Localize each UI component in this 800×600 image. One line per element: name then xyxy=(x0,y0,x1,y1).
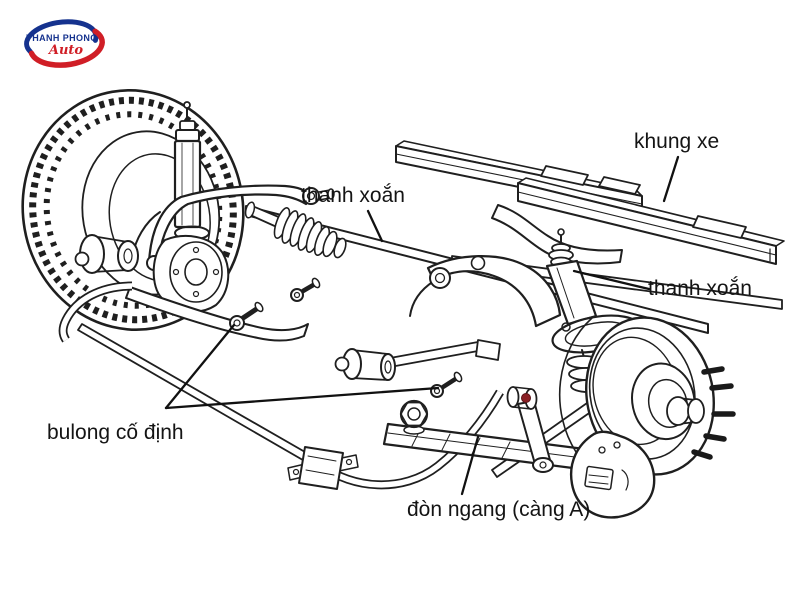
arm-hex-nut xyxy=(399,399,429,435)
fixing-bolt-1 xyxy=(229,301,264,331)
logo-text-line1: THANH PHONG xyxy=(26,33,97,43)
stabilizer-bar xyxy=(58,281,504,490)
dust-shield xyxy=(558,317,593,453)
fixing-bolt-3 xyxy=(430,371,463,398)
boot-accordion xyxy=(273,207,347,259)
tire xyxy=(21,88,245,332)
rear-upper-arm xyxy=(409,255,562,328)
stabilizer-link xyxy=(506,386,554,473)
label-torsion-bar-right: thanh xoắn xyxy=(648,277,752,300)
thanh-phong-auto-logo: THANH PHONG Auto xyxy=(24,19,105,68)
label-frame: khung xe xyxy=(634,130,720,153)
logo-text-line2: Auto xyxy=(47,43,84,58)
leader-bolt-2 xyxy=(164,386,440,410)
leader-control-arm xyxy=(460,435,480,496)
label-fixing-bolt: bulong cố định xyxy=(47,421,184,444)
front-upper-control-arm xyxy=(131,184,335,271)
wheel-studs xyxy=(691,366,736,460)
label-control-arm: đòn ngang (càng A) xyxy=(407,498,591,521)
fixing-bolt-2 xyxy=(290,277,321,302)
bar-clamp-bracket xyxy=(287,446,359,490)
highlight-bushing-dot xyxy=(521,393,531,403)
leader-torsion-bar-right xyxy=(572,269,651,291)
logo-ring-red xyxy=(28,28,105,68)
front-lower-arm xyxy=(125,286,309,342)
vehicle-frame xyxy=(395,140,785,265)
leader-lines xyxy=(164,155,680,496)
brake-caliper xyxy=(569,430,656,519)
leader-frame xyxy=(662,155,680,203)
label-torsion-bar-top: thanh xoắn xyxy=(301,184,405,207)
leader-bolt-1 xyxy=(164,323,236,410)
leader-torsion-bar-top xyxy=(366,209,384,243)
front-knuckle-hub xyxy=(74,234,230,313)
